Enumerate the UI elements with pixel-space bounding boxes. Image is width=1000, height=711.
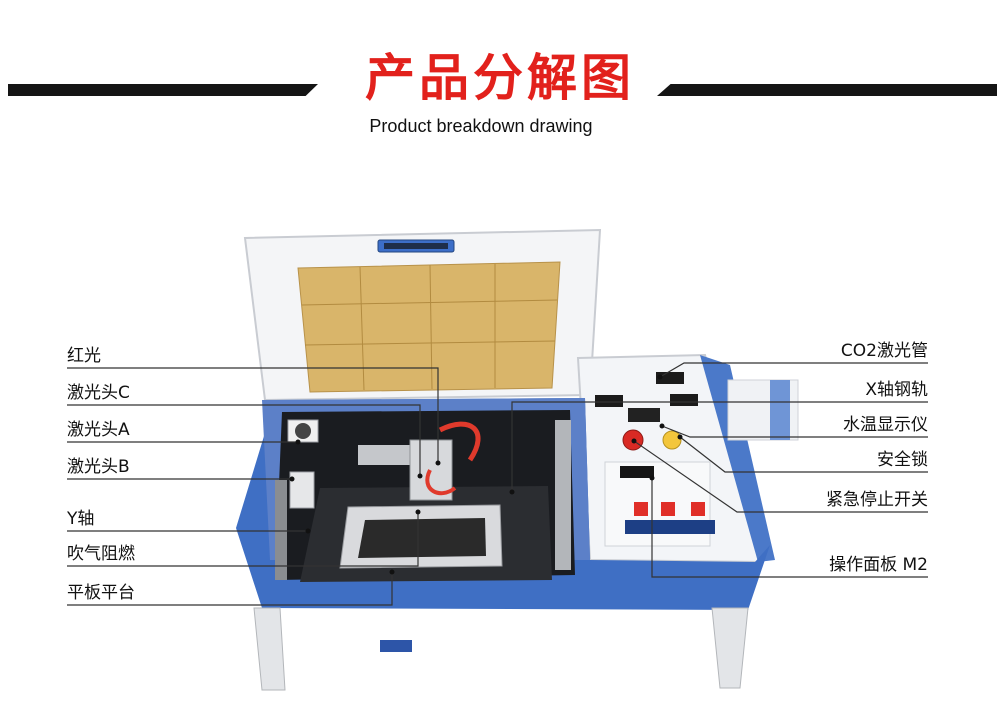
page-subtitle: Product breakdown drawing — [369, 116, 593, 136]
machine-lid — [243, 228, 602, 402]
label-emergency-stop: 紧急停止开关 — [826, 490, 928, 510]
header-band-left — [8, 84, 318, 96]
header-band-right — [657, 84, 997, 96]
label-safety-lock: 安全锁 — [877, 450, 928, 470]
left-leader-lines — [67, 367, 439, 606]
label-laser-head-b: 激光头B — [67, 457, 130, 477]
page-title: 产品分解图 — [365, 49, 635, 107]
label-co2-laser-tube: CO2激光管 — [840, 341, 928, 361]
right-leader-lines — [511, 362, 928, 578]
control-box — [576, 353, 799, 585]
label-laser-head-c: 激光头C — [67, 383, 130, 403]
label-x-axis-rail: X轴钢轨 — [865, 380, 928, 400]
label-control-panel-m2: 操作面板 M2 — [829, 555, 928, 575]
machine-body — [236, 398, 770, 691]
label-flat-platform: 平板平台 — [67, 583, 135, 603]
right-leader-dots — [509, 374, 683, 495]
label-water-temp-display: 水温显示仪 — [843, 415, 928, 435]
label-laser-head-a: 激光头A — [67, 420, 130, 440]
label-air-assist: 吹气阻燃 — [67, 544, 135, 564]
label-y-axis: Y轴 — [67, 509, 95, 529]
label-red-light: 红光 — [67, 346, 101, 366]
left-leader-dots — [289, 439, 441, 575]
